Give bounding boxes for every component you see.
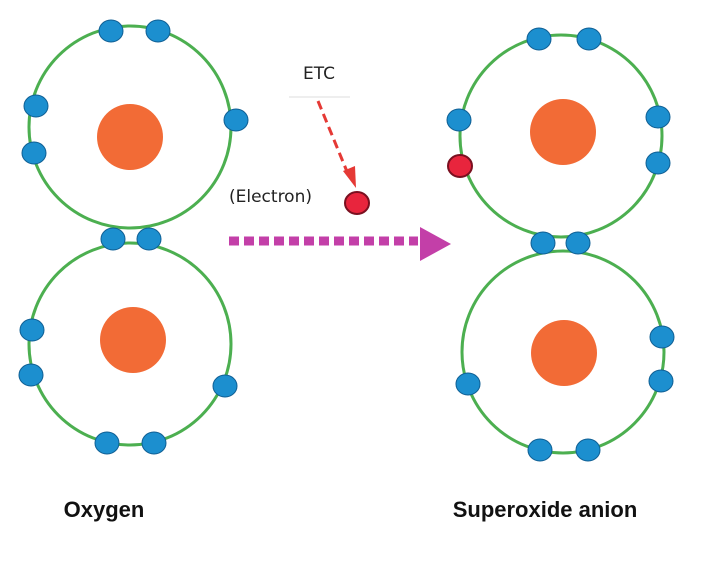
electron: [23, 94, 49, 118]
transferred-electron: [344, 191, 370, 215]
etc-electron-arrow: [316, 100, 356, 188]
electron: [21, 141, 47, 165]
reaction-arrow-head: [420, 227, 451, 261]
oxygen-molecule: [18, 19, 249, 455]
superoxide-atom-bottom: [455, 249, 675, 462]
electron: [530, 231, 556, 255]
electron: [223, 108, 249, 132]
electron: [446, 108, 472, 132]
electron-label: (Electron): [229, 187, 312, 207]
superoxide-label: Superoxide anion: [453, 497, 638, 522]
shared-electron-pair: [100, 227, 162, 251]
etc-arrow-shaft: [316, 100, 350, 175]
superoxide-atom-top: [446, 27, 671, 239]
electron: [94, 431, 120, 455]
orbit-ring: [458, 33, 664, 239]
electron: [565, 231, 591, 255]
electron: [575, 438, 601, 462]
nucleus: [530, 99, 596, 165]
electron: [212, 374, 238, 398]
electron: [649, 325, 675, 349]
electron: [18, 363, 44, 387]
oxygen-label: Oxygen: [64, 497, 145, 522]
extra-electron: [447, 154, 473, 178]
electron: [527, 438, 553, 462]
shared-electron-pair: [530, 231, 591, 255]
electron: [526, 27, 552, 51]
electron: [645, 151, 671, 175]
electron: [100, 227, 126, 251]
electron: [645, 105, 671, 129]
etc-source: ETC: [289, 64, 350, 98]
etc-arrow-head: [343, 166, 356, 188]
reaction-arrow: [229, 227, 451, 261]
electron: [136, 227, 162, 251]
oxygen-atom-top: [21, 19, 249, 230]
electron: [141, 431, 167, 455]
nucleus: [100, 307, 166, 373]
etc-label: ETC: [303, 64, 335, 84]
orbit-ring: [460, 249, 666, 455]
electron: [19, 318, 45, 342]
orbit-ring: [27, 241, 233, 447]
electron: [648, 369, 674, 393]
nucleus: [97, 104, 163, 170]
electron: [98, 19, 124, 43]
electron: [145, 19, 171, 43]
superoxide-molecule: [446, 27, 675, 462]
electron: [455, 372, 481, 396]
nucleus: [531, 320, 597, 386]
electron: [576, 27, 602, 51]
oxygen-atom-bottom: [18, 241, 238, 455]
